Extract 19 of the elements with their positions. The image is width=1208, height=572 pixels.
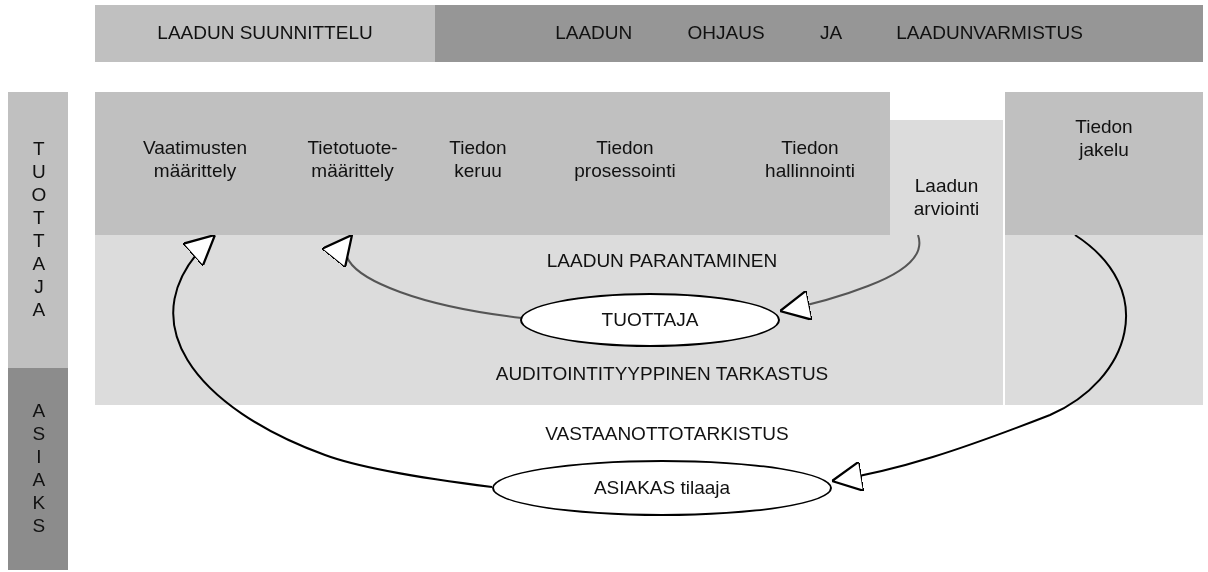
header-band: LAADUN OHJAUS JA LAADUNVARMISTUS — [435, 5, 1203, 62]
stage-box: Tiedon jakelu — [1005, 92, 1203, 235]
arrow — [778, 234, 921, 321]
stage-label: Tiedon keruu — [433, 130, 523, 190]
stage-label: Vaatimusten määrittely — [110, 130, 280, 190]
region-label: VASTAANOTTOTARKISTUS — [545, 423, 789, 445]
arrow — [830, 234, 1128, 492]
process-band — [95, 92, 890, 235]
stage-box: Laadun arviointi — [890, 120, 1003, 235]
region-label: AUDITOINTITYYPPINEN TARKASTUS — [495, 363, 829, 385]
arrow — [172, 233, 493, 488]
stage-label: Tiedon hallinnointi — [745, 130, 875, 190]
header-band: LAADUN SUUNNITTELU — [95, 5, 435, 62]
side-band: ASIAKS — [8, 368, 68, 570]
stage-label: Tietotuote- määrittely — [290, 130, 415, 190]
side-band: TUOTTAJA — [8, 92, 68, 368]
stage-label: Tiedon prosessointi — [545, 130, 705, 190]
region-label: LAADUN PARANTAMINEN — [546, 250, 778, 272]
actor-ellipse: ASIAKAS tilaaja — [492, 460, 832, 516]
